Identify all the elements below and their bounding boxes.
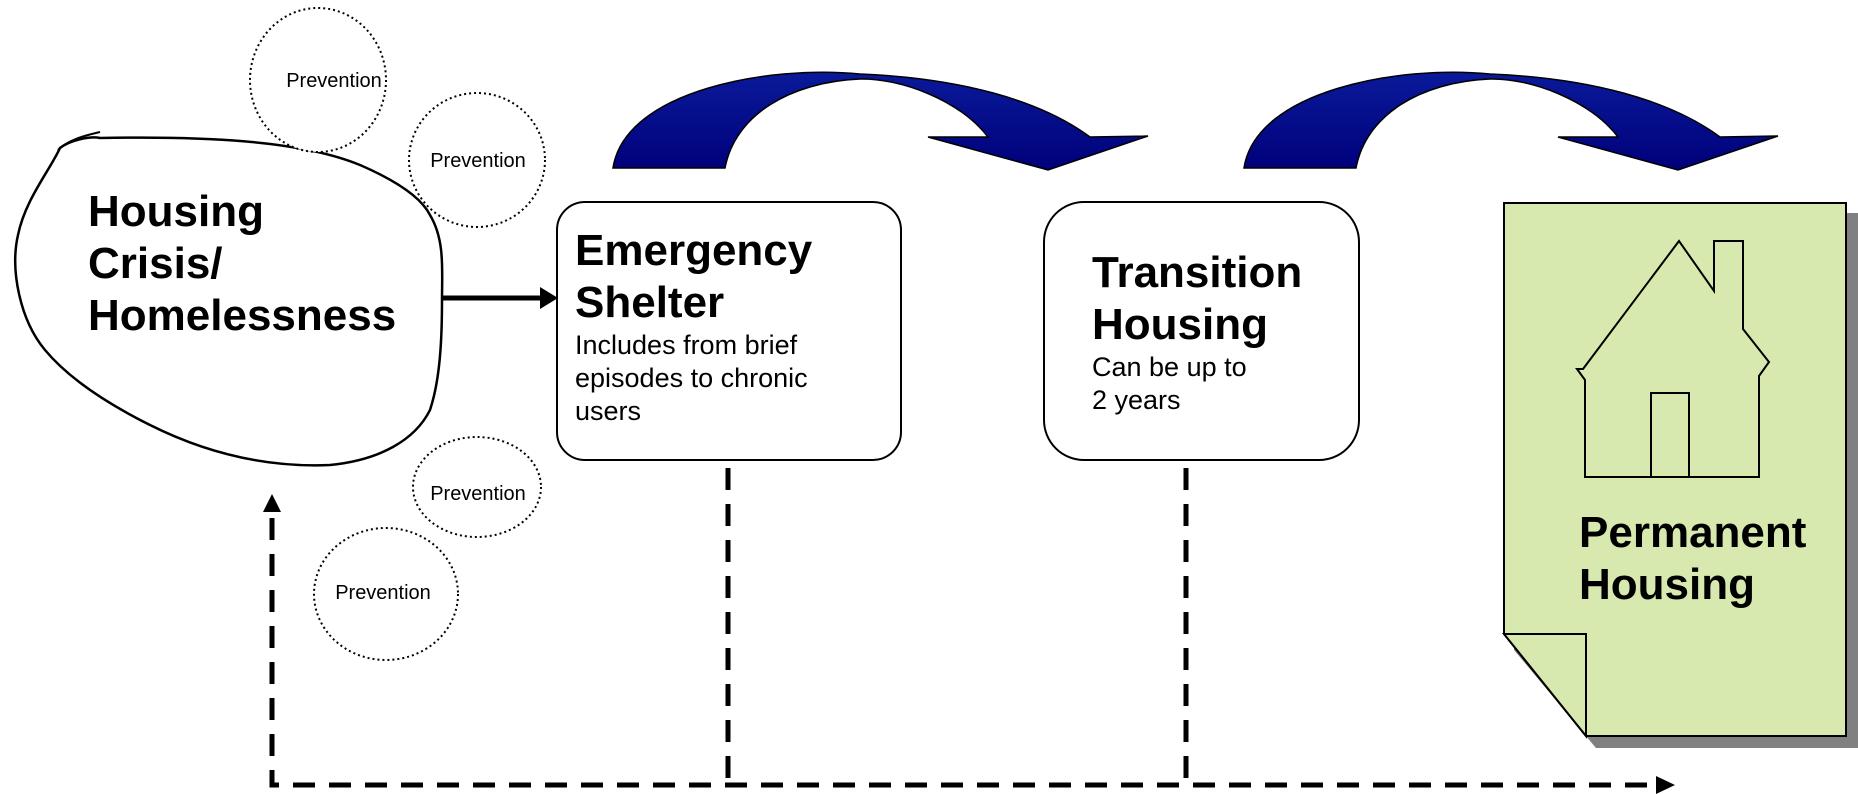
dashed-arrow-right-head xyxy=(1656,776,1675,794)
curved-arrow-1 xyxy=(612,71,1149,171)
emergency-shelter-desc-1: Includes from brief xyxy=(575,329,798,360)
solid-arrow-head xyxy=(540,287,558,309)
emergency-shelter-box xyxy=(556,201,902,461)
emergency-shelter-desc-2: episodes to chronic xyxy=(575,362,808,393)
crisis-label-line-1: Housing xyxy=(88,187,264,236)
prevention-circle-1 xyxy=(249,7,387,153)
emergency-shelter-title-2: Shelter xyxy=(575,277,725,327)
crisis-blob-edge xyxy=(57,131,101,151)
prevention-circle-2 xyxy=(408,92,546,228)
curved-arrow-2 xyxy=(1243,71,1779,171)
emergency-shelter-title-1: Emergency xyxy=(575,226,813,275)
prevention-label-3: Prevention xyxy=(430,483,526,505)
prevention-circle-4 xyxy=(313,527,459,661)
transition-housing-desc-1: Can be up to xyxy=(1092,351,1247,382)
transition-housing-box xyxy=(1043,201,1360,461)
prevention-circle-3 xyxy=(412,436,542,538)
crisis-label-line-3: Homelessness xyxy=(88,290,397,340)
emergency-shelter-text: Emergency Shelter Includes from brief ep… xyxy=(575,225,812,428)
transition-housing-title-2: Housing xyxy=(1092,299,1268,349)
permanent-housing-title-2: Housing xyxy=(1579,559,1755,609)
house-icon xyxy=(1575,239,1771,478)
transition-housing-desc-2: 2 years xyxy=(1092,384,1181,415)
transition-housing-title-1: Transition xyxy=(1092,248,1303,297)
prevention-label-1: Prevention xyxy=(286,70,382,92)
prevention-label-2: Prevention xyxy=(430,150,526,172)
crisis-label: Housing Crisis/ Homelessness xyxy=(88,186,396,342)
permanent-housing-title-1: Permanent xyxy=(1579,508,1807,557)
transition-housing-text: Transition Housing Can be up to 2 years xyxy=(1092,247,1302,417)
permanent-housing-page xyxy=(1503,202,1847,737)
dashed-return-arrow xyxy=(269,468,1665,788)
emergency-shelter-desc-3: users xyxy=(575,395,642,426)
page-fold xyxy=(1501,633,1587,739)
crisis-label-line-2: Crisis/ xyxy=(88,238,223,288)
prevention-label-4: Prevention xyxy=(335,582,431,604)
dashed-arrow-up-head xyxy=(263,494,281,512)
permanent-housing-text: Permanent Housing xyxy=(1579,507,1806,611)
